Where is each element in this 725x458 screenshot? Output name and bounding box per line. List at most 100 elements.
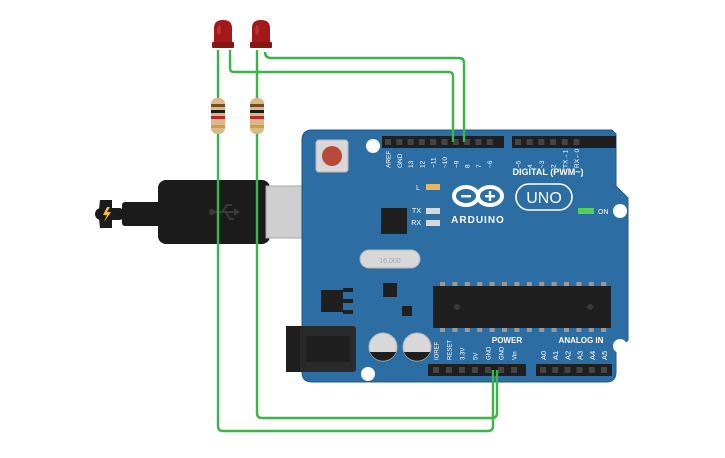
chip-pin xyxy=(502,328,507,332)
power-header-label: POWER xyxy=(492,336,522,345)
tx-led-label: TX xyxy=(412,208,421,215)
l-led xyxy=(426,184,440,190)
digital-pin-socket[interactable] xyxy=(464,139,471,145)
analog-pin-socket[interactable] xyxy=(576,367,583,373)
analog-pin-socket[interactable] xyxy=(564,367,571,373)
digital-pin-socket[interactable] xyxy=(526,139,533,145)
digital-pin-socket[interactable] xyxy=(418,139,425,145)
digital-pin-socket[interactable] xyxy=(430,139,437,145)
chip-pin xyxy=(464,328,470,332)
analog-pin-socket[interactable] xyxy=(552,367,559,373)
digital-pin-label: RX←0 xyxy=(574,148,581,168)
chip-pin xyxy=(502,282,507,286)
power-pin-socket[interactable] xyxy=(498,367,504,373)
wire-led1-pin12[interactable] xyxy=(228,50,455,142)
digital-pin-sockets[interactable] xyxy=(385,139,580,145)
power-pin-socket[interactable] xyxy=(433,367,439,373)
mounting-hole xyxy=(613,204,627,218)
arduino-logo-text: ARDUINO xyxy=(451,215,505,226)
digital-pin-socket[interactable] xyxy=(441,139,448,145)
digital-pin-socket[interactable] xyxy=(452,139,459,145)
digital-pin-label: TX→1 xyxy=(562,149,569,168)
chip-pin xyxy=(551,328,557,332)
red-led-2[interactable] xyxy=(250,20,272,48)
power-pin-label: Vin xyxy=(513,351,519,360)
rx-led-label: RX xyxy=(411,220,421,227)
red-led-1[interactable] xyxy=(212,20,234,48)
digital-pin-label: 13 xyxy=(408,160,415,168)
wire-resistor1-gnd[interactable] xyxy=(216,134,495,433)
digital-pin-socket[interactable] xyxy=(385,139,391,145)
chip-pin xyxy=(539,328,545,332)
mounting-hole xyxy=(361,367,375,381)
small-ic xyxy=(383,283,397,297)
crystal-label: 16.000 xyxy=(379,258,401,265)
digital-pin-label: ~5 xyxy=(516,160,523,168)
digital-pin-label: 8 xyxy=(465,164,472,168)
digital-pin-socket[interactable] xyxy=(561,139,568,145)
analog-pin-socket[interactable] xyxy=(601,367,607,373)
analog-pin-sockets[interactable] xyxy=(540,367,607,373)
digital-pin-socket[interactable] xyxy=(407,139,414,145)
power-pin-socket[interactable] xyxy=(459,367,465,373)
digital-pin-socket[interactable] xyxy=(486,139,493,145)
analog-pin-label: A0 xyxy=(539,351,548,360)
power-pin-socket[interactable] xyxy=(472,367,478,373)
digital-pin-socket[interactable] xyxy=(396,139,403,145)
resistor-2[interactable] xyxy=(250,98,264,134)
digital-header-label: DIGITAL (PWM~) xyxy=(513,167,584,177)
digital-pin-socket[interactable] xyxy=(538,139,545,145)
capacitor xyxy=(402,332,432,362)
crystal-oscillator: 16.000 xyxy=(359,249,421,269)
reset-button[interactable] xyxy=(315,139,349,173)
chip-pin xyxy=(514,282,520,286)
wire-led2-pin11[interactable] xyxy=(263,51,466,142)
chip-pin xyxy=(477,282,483,286)
chip-pin xyxy=(452,282,458,286)
digital-pin-socket[interactable] xyxy=(475,139,482,145)
power-pin-label: GND xyxy=(487,346,493,360)
digital-pin-socket[interactable] xyxy=(573,139,580,145)
chip-pin xyxy=(588,282,594,286)
on-led-label: ON xyxy=(598,209,609,216)
analog-pin-socket[interactable] xyxy=(540,367,546,373)
chip-pin xyxy=(526,282,532,286)
wire-resistor2-gnd[interactable] xyxy=(255,134,499,420)
digital-pin-socket[interactable] xyxy=(550,139,557,145)
capacitor xyxy=(368,332,398,362)
analog-header xyxy=(536,364,612,376)
chip-pin xyxy=(452,328,458,332)
power-pin-sockets[interactable] xyxy=(433,367,517,373)
power-pin-socket[interactable] xyxy=(446,367,452,373)
analog-pin-label: A3 xyxy=(576,351,585,360)
small-ic xyxy=(402,306,412,316)
digital-pin-label: ~6 xyxy=(487,160,494,168)
digital-pin-label: 12 xyxy=(419,160,426,168)
power-pin-socket[interactable] xyxy=(485,367,491,373)
resistor-1[interactable] xyxy=(211,98,225,134)
chip-pin xyxy=(576,282,582,286)
chip-pin xyxy=(477,328,483,332)
power-pin-label: IOREF xyxy=(435,341,441,360)
chip-pin xyxy=(576,328,582,332)
usb-controller-chip xyxy=(381,208,407,234)
digital-pin-label: ~9 xyxy=(453,160,460,168)
on-led xyxy=(578,208,594,214)
chip-pin xyxy=(551,282,557,286)
chip-pin xyxy=(564,282,569,286)
digital-pin-socket[interactable] xyxy=(515,139,521,145)
power-pin-label: RESET xyxy=(448,340,454,360)
usb-icon xyxy=(209,204,240,220)
chip-pin xyxy=(440,328,445,332)
analog-pin-socket[interactable] xyxy=(588,367,595,373)
arduino-logo: ARDUINO xyxy=(451,185,505,226)
digital-pin-label: GND xyxy=(397,153,404,168)
power-jack[interactable] xyxy=(286,326,356,372)
voltage-regulator xyxy=(321,288,353,314)
chip-pin xyxy=(440,282,445,286)
power-pin-socket[interactable] xyxy=(511,367,517,373)
digital-pin-label: 4 xyxy=(527,164,534,168)
